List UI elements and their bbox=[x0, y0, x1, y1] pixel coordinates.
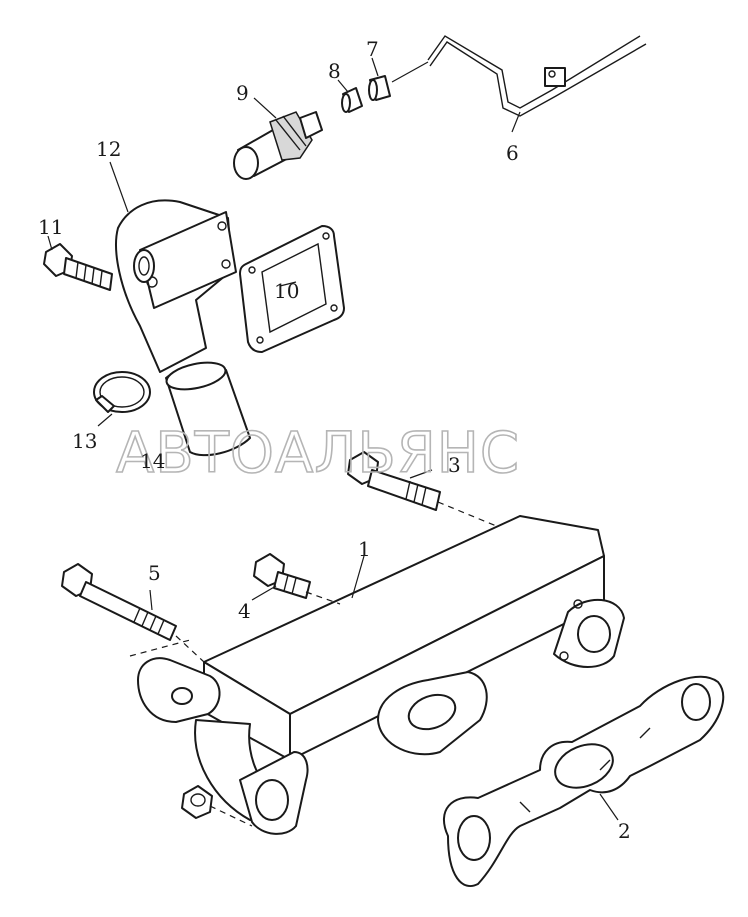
callout-11: 11 bbox=[38, 215, 63, 239]
callout-13: 13 bbox=[72, 429, 97, 453]
part-9-sensor bbox=[233, 111, 323, 180]
callout-2: 2 bbox=[618, 819, 631, 843]
part-2-gasket bbox=[442, 675, 725, 887]
watermark-text: АВТОАЛЬЯНС bbox=[116, 421, 520, 486]
part-13-clamp bbox=[93, 371, 151, 427]
part-6-pipe bbox=[427, 35, 647, 117]
callout-5: 5 bbox=[148, 561, 161, 585]
part-7-fitting bbox=[368, 61, 429, 101]
callout-9: 9 bbox=[236, 81, 249, 105]
part-12-elbow bbox=[115, 199, 237, 373]
part-5-bolt bbox=[61, 563, 205, 663]
callout-numbers: 1 2 3 4 5 6 7 8 9 10 11 12 13 14 bbox=[38, 37, 631, 843]
part-11-bolt bbox=[43, 235, 113, 291]
leader-lines bbox=[109, 57, 521, 611]
nut bbox=[181, 785, 253, 827]
part-8-sleeve bbox=[341, 87, 363, 113]
callout-4: 4 bbox=[238, 599, 251, 623]
part-14-hose bbox=[165, 361, 251, 457]
callout-14: 14 bbox=[140, 449, 165, 473]
part-1-manifold bbox=[137, 515, 625, 835]
part-4-bolt bbox=[251, 553, 341, 605]
callout-8: 8 bbox=[328, 59, 341, 83]
callout-6: 6 bbox=[506, 141, 519, 165]
callout-1: 1 bbox=[358, 537, 371, 561]
part-3-bolt bbox=[347, 451, 507, 531]
callout-3: 3 bbox=[448, 453, 461, 477]
callout-10: 10 bbox=[274, 279, 299, 303]
callout-12: 12 bbox=[96, 137, 121, 161]
part-10-gasket bbox=[239, 225, 345, 353]
callout-7: 7 bbox=[366, 37, 379, 61]
